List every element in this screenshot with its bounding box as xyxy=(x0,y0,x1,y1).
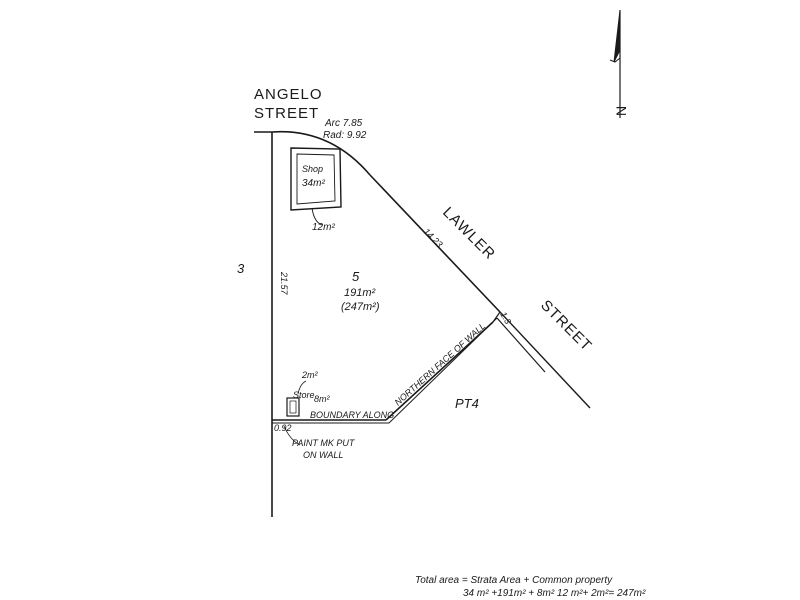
angelo-street-label-1: ANGELO xyxy=(254,86,323,103)
west-side-dimension: 21.57 xyxy=(279,271,289,296)
main-lot-total: (247m²) xyxy=(341,301,380,313)
boundary-along-label: BOUNDARY ALONG xyxy=(310,410,394,420)
footer-line-2: 34 m² +191m² + 8m² 12 m²+ 2m²= 247m² xyxy=(463,588,646,599)
pt4-label: PT4 xyxy=(455,396,479,411)
main-lot-number: 5 xyxy=(352,269,360,284)
lawler-street-label-2: STREET xyxy=(537,297,595,355)
paint-mark-line-2: ON WALL xyxy=(303,450,343,460)
arc-radius-label: Rad: 9.92 xyxy=(323,130,367,141)
north-arrow-icon xyxy=(609,9,621,118)
shop-building xyxy=(290,147,342,226)
arc-length-label: Arc 7.85 xyxy=(324,118,363,129)
footer-line-1: Total area = Strata Area + Common proper… xyxy=(415,575,613,586)
bottom-offset-dimension: 0.92 xyxy=(274,423,292,433)
wall-boundary-upper xyxy=(385,321,494,421)
corner-offset-line xyxy=(492,311,501,323)
store-area: 8m² xyxy=(314,394,331,404)
store-label: Store xyxy=(293,390,315,400)
lawler-street-outer-line xyxy=(499,311,591,409)
wall-boundary-lower xyxy=(388,317,498,424)
paint-mark-line-1: PAINT MK PUT xyxy=(292,438,356,448)
lawler-street-label: LAWLER xyxy=(439,204,498,263)
courtyard-area: 12m² xyxy=(312,222,335,233)
north-letter: N xyxy=(613,106,629,116)
main-lot-area: 191m² xyxy=(344,287,376,299)
neighbor-lot-number: 3 xyxy=(237,261,245,276)
shop-label: Shop xyxy=(302,164,323,174)
plan-boundaries xyxy=(254,130,591,517)
paint-mark-leader xyxy=(283,425,301,446)
northern-face-label: NORTHERN FACE OF WALL xyxy=(393,321,488,408)
shop-area: 34m² xyxy=(302,178,325,189)
store-extra-area: 2m² xyxy=(301,370,319,380)
angelo-street-label-2: STREET xyxy=(254,105,319,122)
lawler-side-dimension: 14.23 xyxy=(422,226,445,249)
parallel-wall-line xyxy=(496,317,546,373)
corner-arc xyxy=(271,130,371,176)
store-building xyxy=(286,380,307,417)
lawler-street-boundary xyxy=(369,174,501,313)
